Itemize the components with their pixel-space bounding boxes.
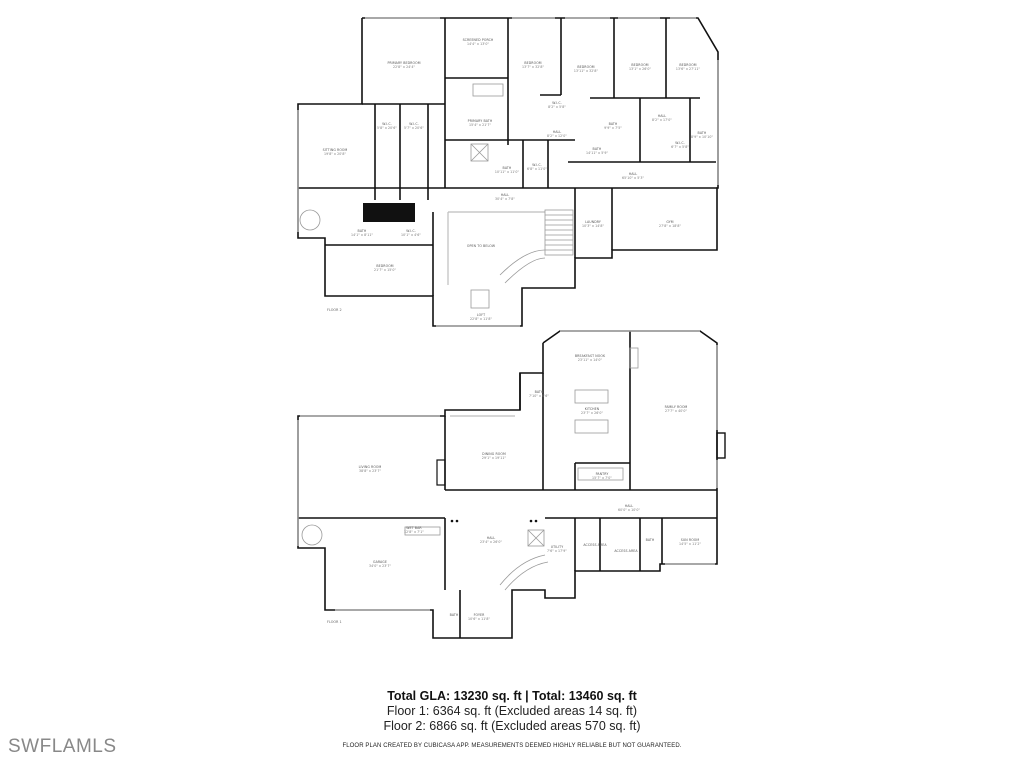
room-access-area: ACCESS AREA	[583, 543, 607, 547]
room-open-to-below: OPEN TO BELOW	[466, 244, 496, 248]
floor-1-tag: FLOOR 1	[327, 620, 342, 624]
room-bath: BATH	[449, 613, 459, 617]
floor-2-plan	[297, 17, 719, 327]
floor-2-windows	[297, 17, 719, 327]
total-area: Total GLA: 13230 sq. ft | Total: 13460 s…	[387, 689, 637, 703]
room-walk-in-closet: W.I.C.8'2" x 5'8"	[548, 101, 566, 109]
floor-2-tag: FLOOR 2	[327, 308, 342, 312]
room-bath: BATH	[645, 538, 655, 542]
floor-1-area: Floor 1: 6364 sq. ft (Excluded areas 14 …	[386, 704, 638, 718]
room-walk-in-closet: W.I.C.6'7" x 5'8"	[671, 141, 689, 149]
stair-void	[363, 203, 415, 222]
floor-1-plan	[297, 330, 718, 639]
room-walk-in-closet: W.I.C.5'8" x 20'6"	[377, 122, 397, 130]
room-walk-in-closet: W.I.C.5'7" x 20'6"	[404, 122, 424, 130]
floor-1-columns	[450, 519, 538, 523]
disclaimer: FLOOR PLAN CREATED BY CUBICASA APP. MEAS…	[342, 743, 682, 749]
floor-2-fixtures	[299, 83, 574, 546]
floor-1-windows	[297, 330, 718, 611]
room-walk-in-closet: W.I.C.10'1" x 4'6"	[401, 229, 421, 237]
floor-2-area: Floor 2: 6866 sq. ft (Excluded areas 570…	[383, 719, 641, 733]
room-walk-in-closet: W.I.C.6'8" x 11'0"	[527, 163, 547, 171]
floor-1-fixtures	[404, 347, 726, 591]
room-access-area: ACCESS AREA	[614, 549, 638, 553]
brand-watermark: SWFLAMLS	[8, 736, 117, 757]
